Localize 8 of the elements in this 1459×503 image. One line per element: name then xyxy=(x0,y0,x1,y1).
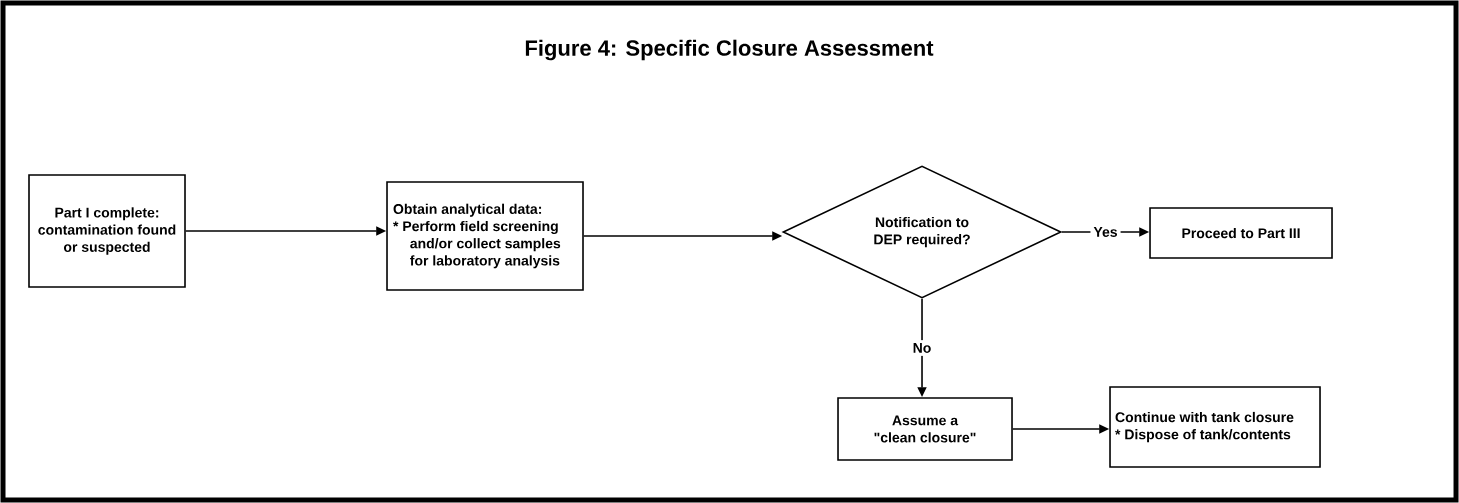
process-box: Proceed to Part III xyxy=(1149,207,1333,259)
process-box: Continue with tank closure * Dispose of tank/contents xyxy=(1109,386,1321,468)
edge-label: Yes xyxy=(1090,224,1121,240)
process-box: Obtain analytical data: * Perform field screening and/or collect samples for laboratory analysis xyxy=(386,181,584,291)
process-box: Part I complete: contamination found or suspected xyxy=(28,174,186,288)
edge-label: No xyxy=(909,340,935,356)
process-box: Assume a "clean closure" xyxy=(837,397,1013,461)
title: Figure 4: Specific Closure Assessment xyxy=(525,39,934,61)
